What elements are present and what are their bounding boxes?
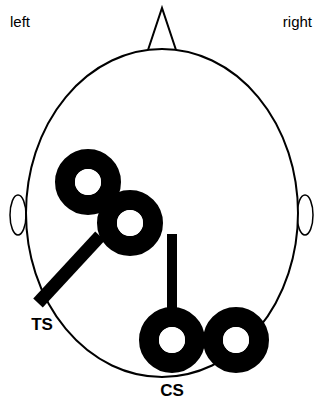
head-outline (26, 49, 298, 377)
cs-coil (149, 234, 259, 363)
ts-coil-hole (75, 169, 101, 195)
right-ear (297, 195, 313, 235)
cs-coil-wing (213, 317, 259, 363)
ts-coil-hole (117, 210, 143, 236)
ts-coil (38, 159, 153, 303)
left-ear (10, 195, 26, 235)
nose-triangle (148, 8, 176, 50)
side-label: left (10, 14, 30, 31)
cs-coil-wing (149, 317, 195, 363)
ts-coil-wing (107, 200, 153, 246)
ts-coil-wing (65, 159, 111, 205)
side-label: right (283, 14, 312, 31)
ts-coil-handle (38, 236, 100, 303)
cs-coil-handle (167, 234, 177, 318)
cs-coil-hole (159, 327, 185, 353)
coil-label: CS (160, 382, 184, 401)
cs-coil-hole (223, 327, 249, 353)
coil-label: TS (31, 316, 53, 335)
